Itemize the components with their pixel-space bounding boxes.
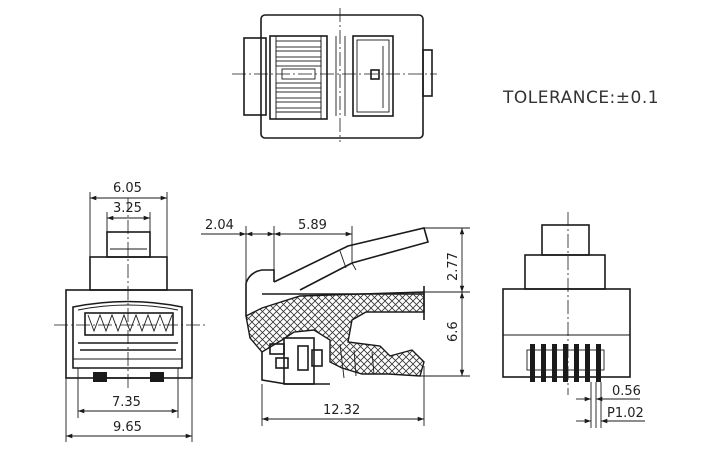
dim-rear-pitch: P1.02 [607,406,644,421]
side-view-dimensions: 2.04 5.89 2.77 6.6 12.32 [201,218,470,426]
dim-rear-contact-width: 0.56 [612,384,641,399]
dim-side-latch-height: 2.77 [446,252,461,281]
rear-view-dimensions: 0.56 P1.02 [576,382,645,428]
front-view-contacts [87,313,173,333]
side-view-section [245,291,425,377]
dim-side-length: 12.32 [323,403,360,418]
dim-side-latch: 5.89 [298,218,327,233]
dim-front-outer-width: 6.05 [113,181,142,196]
dim-front-base-outer: 9.65 [113,420,142,435]
front-view-dimensions: 6.05 3.25 7.35 9.65 [65,181,193,442]
rear-view-contacts [526,344,605,382]
front-view [54,198,205,390]
side-view [245,227,429,385]
rear-view [502,212,631,395]
dim-front-inner-width: 3.25 [113,201,142,216]
tolerance-note: TOLERANCE:±0.1 [502,88,659,108]
dim-side-offset: 2.04 [205,218,234,233]
dim-side-body-height: 6.6 [446,321,461,342]
top-view-contact-slots [275,40,322,113]
dim-front-base-inner: 7.35 [112,395,141,410]
top-view [232,8,437,142]
